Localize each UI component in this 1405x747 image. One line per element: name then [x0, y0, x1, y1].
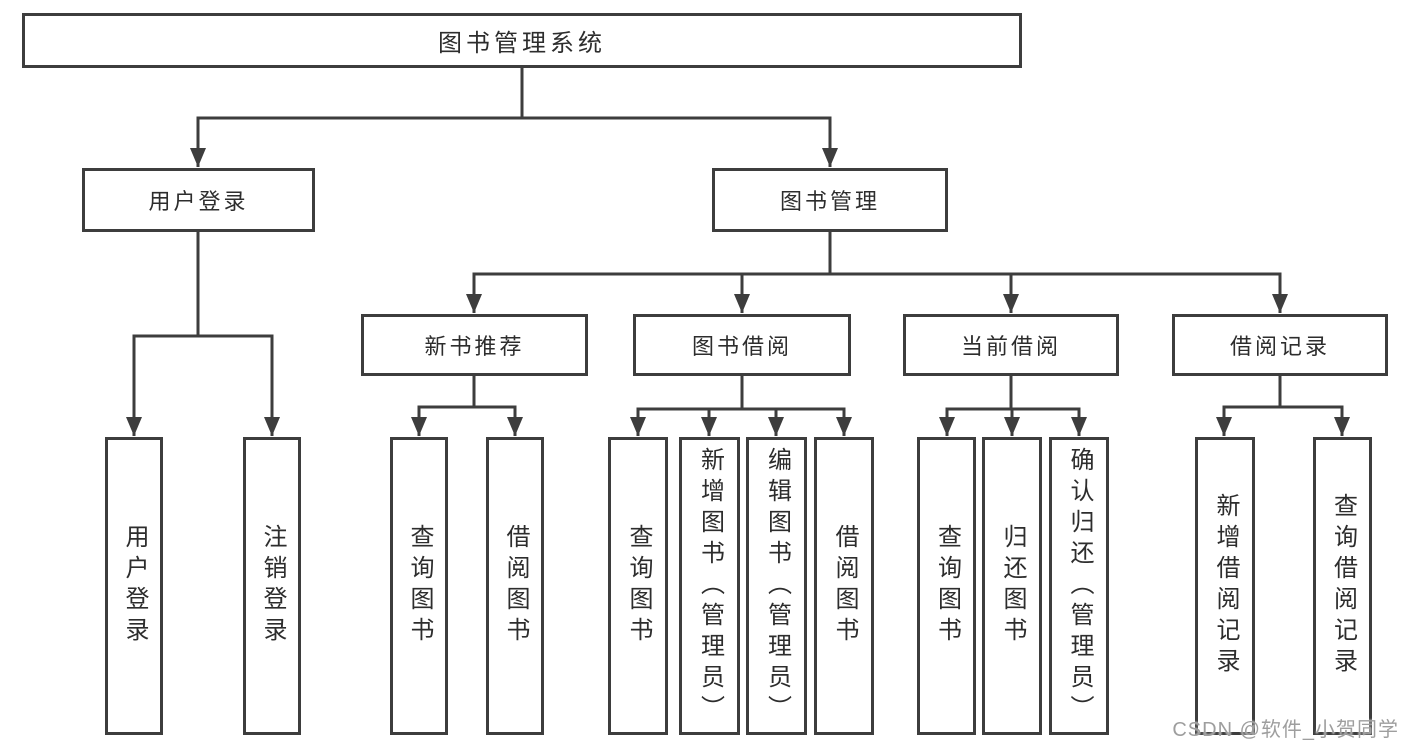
- node-book-management: 图书管理: [712, 168, 948, 232]
- leaf-query-borrow-record: 查询借阅记录: [1313, 437, 1372, 735]
- connector-trunks: [132, 66, 1344, 411]
- node-label: 借阅图书: [502, 524, 529, 648]
- node-user-login: 用户登录: [82, 168, 315, 232]
- node-label: 新增借阅记录: [1212, 493, 1239, 679]
- node-label: 查询图书: [625, 524, 652, 648]
- node-label: 新书推荐: [424, 334, 525, 359]
- node-label: 编辑图书（管理员）: [763, 446, 791, 726]
- node-new-book-recommendation: 新书推荐: [361, 314, 588, 376]
- node-label: 当前借阅: [960, 334, 1061, 359]
- node-label: 查询借阅记录: [1329, 493, 1357, 679]
- node-label: 新增图书（管理员）: [696, 446, 724, 726]
- leaf-user-login: 用户登录: [105, 437, 163, 735]
- node-label: 图书管理: [779, 189, 880, 214]
- leaf-borrow-books: 借阅图书: [814, 437, 874, 735]
- leaf-query-books-current: 查询图书: [917, 437, 976, 735]
- node-label: 图书管理系统: [438, 30, 606, 57]
- node-label: 确认归还（管理员）: [1066, 446, 1093, 726]
- node-label: 归还图书: [999, 524, 1026, 648]
- node-borrowing-records: 借阅记录: [1172, 314, 1388, 376]
- connector-arrows: [126, 116, 1350, 436]
- node-label: 借阅图书: [831, 524, 858, 648]
- leaf-return-book: 归还图书: [982, 437, 1042, 735]
- node-label: 查询图书: [933, 524, 961, 648]
- leaf-query-books-recommend: 查询图书: [390, 437, 448, 735]
- node-current-borrowing: 当前借阅: [903, 314, 1119, 376]
- leaf-confirm-return-admin: 确认归还（管理员）: [1049, 437, 1109, 735]
- node-label: 借阅记录: [1229, 334, 1330, 359]
- leaf-edit-book-admin: 编辑图书（管理员）: [746, 437, 807, 735]
- node-label: 查询图书: [406, 524, 433, 648]
- node-label: 图书借阅: [691, 334, 792, 359]
- node-label: 用户登录: [148, 189, 249, 214]
- node-library-management-system: 图书管理系统: [22, 13, 1022, 68]
- node-label: 注销登录: [259, 524, 286, 648]
- leaf-add-book-admin: 新增图书（管理员）: [679, 437, 740, 735]
- leaf-add-borrow-record: 新增借阅记录: [1195, 437, 1255, 735]
- node-label: 用户登录: [121, 524, 148, 648]
- node-book-borrowing: 图书借阅: [633, 314, 851, 376]
- watermark: CSDN @软件_小贺同学: [1172, 719, 1399, 741]
- leaf-query-books-borrow: 查询图书: [608, 437, 668, 735]
- leaf-borrow-books-recommend: 借阅图书: [486, 437, 544, 735]
- leaf-logout: 注销登录: [243, 437, 301, 735]
